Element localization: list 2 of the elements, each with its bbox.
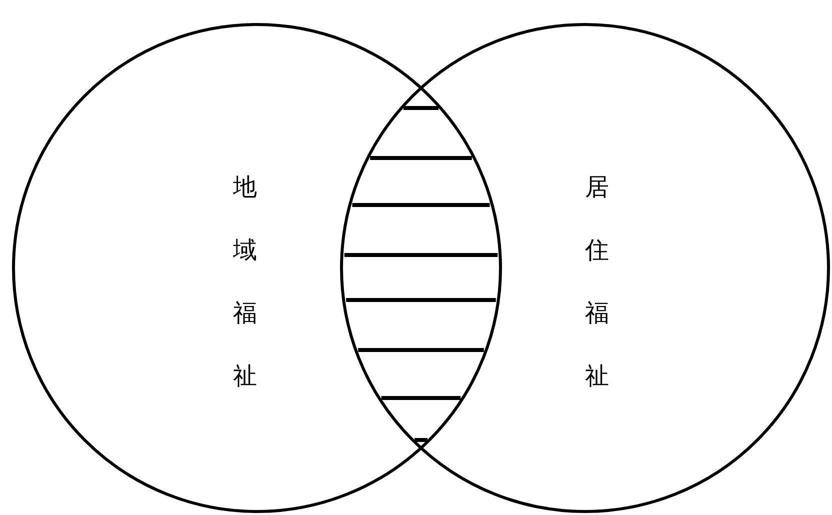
circle-label: 居住福祉 xyxy=(585,172,609,392)
circle-label: 地域福祉 xyxy=(233,172,257,392)
